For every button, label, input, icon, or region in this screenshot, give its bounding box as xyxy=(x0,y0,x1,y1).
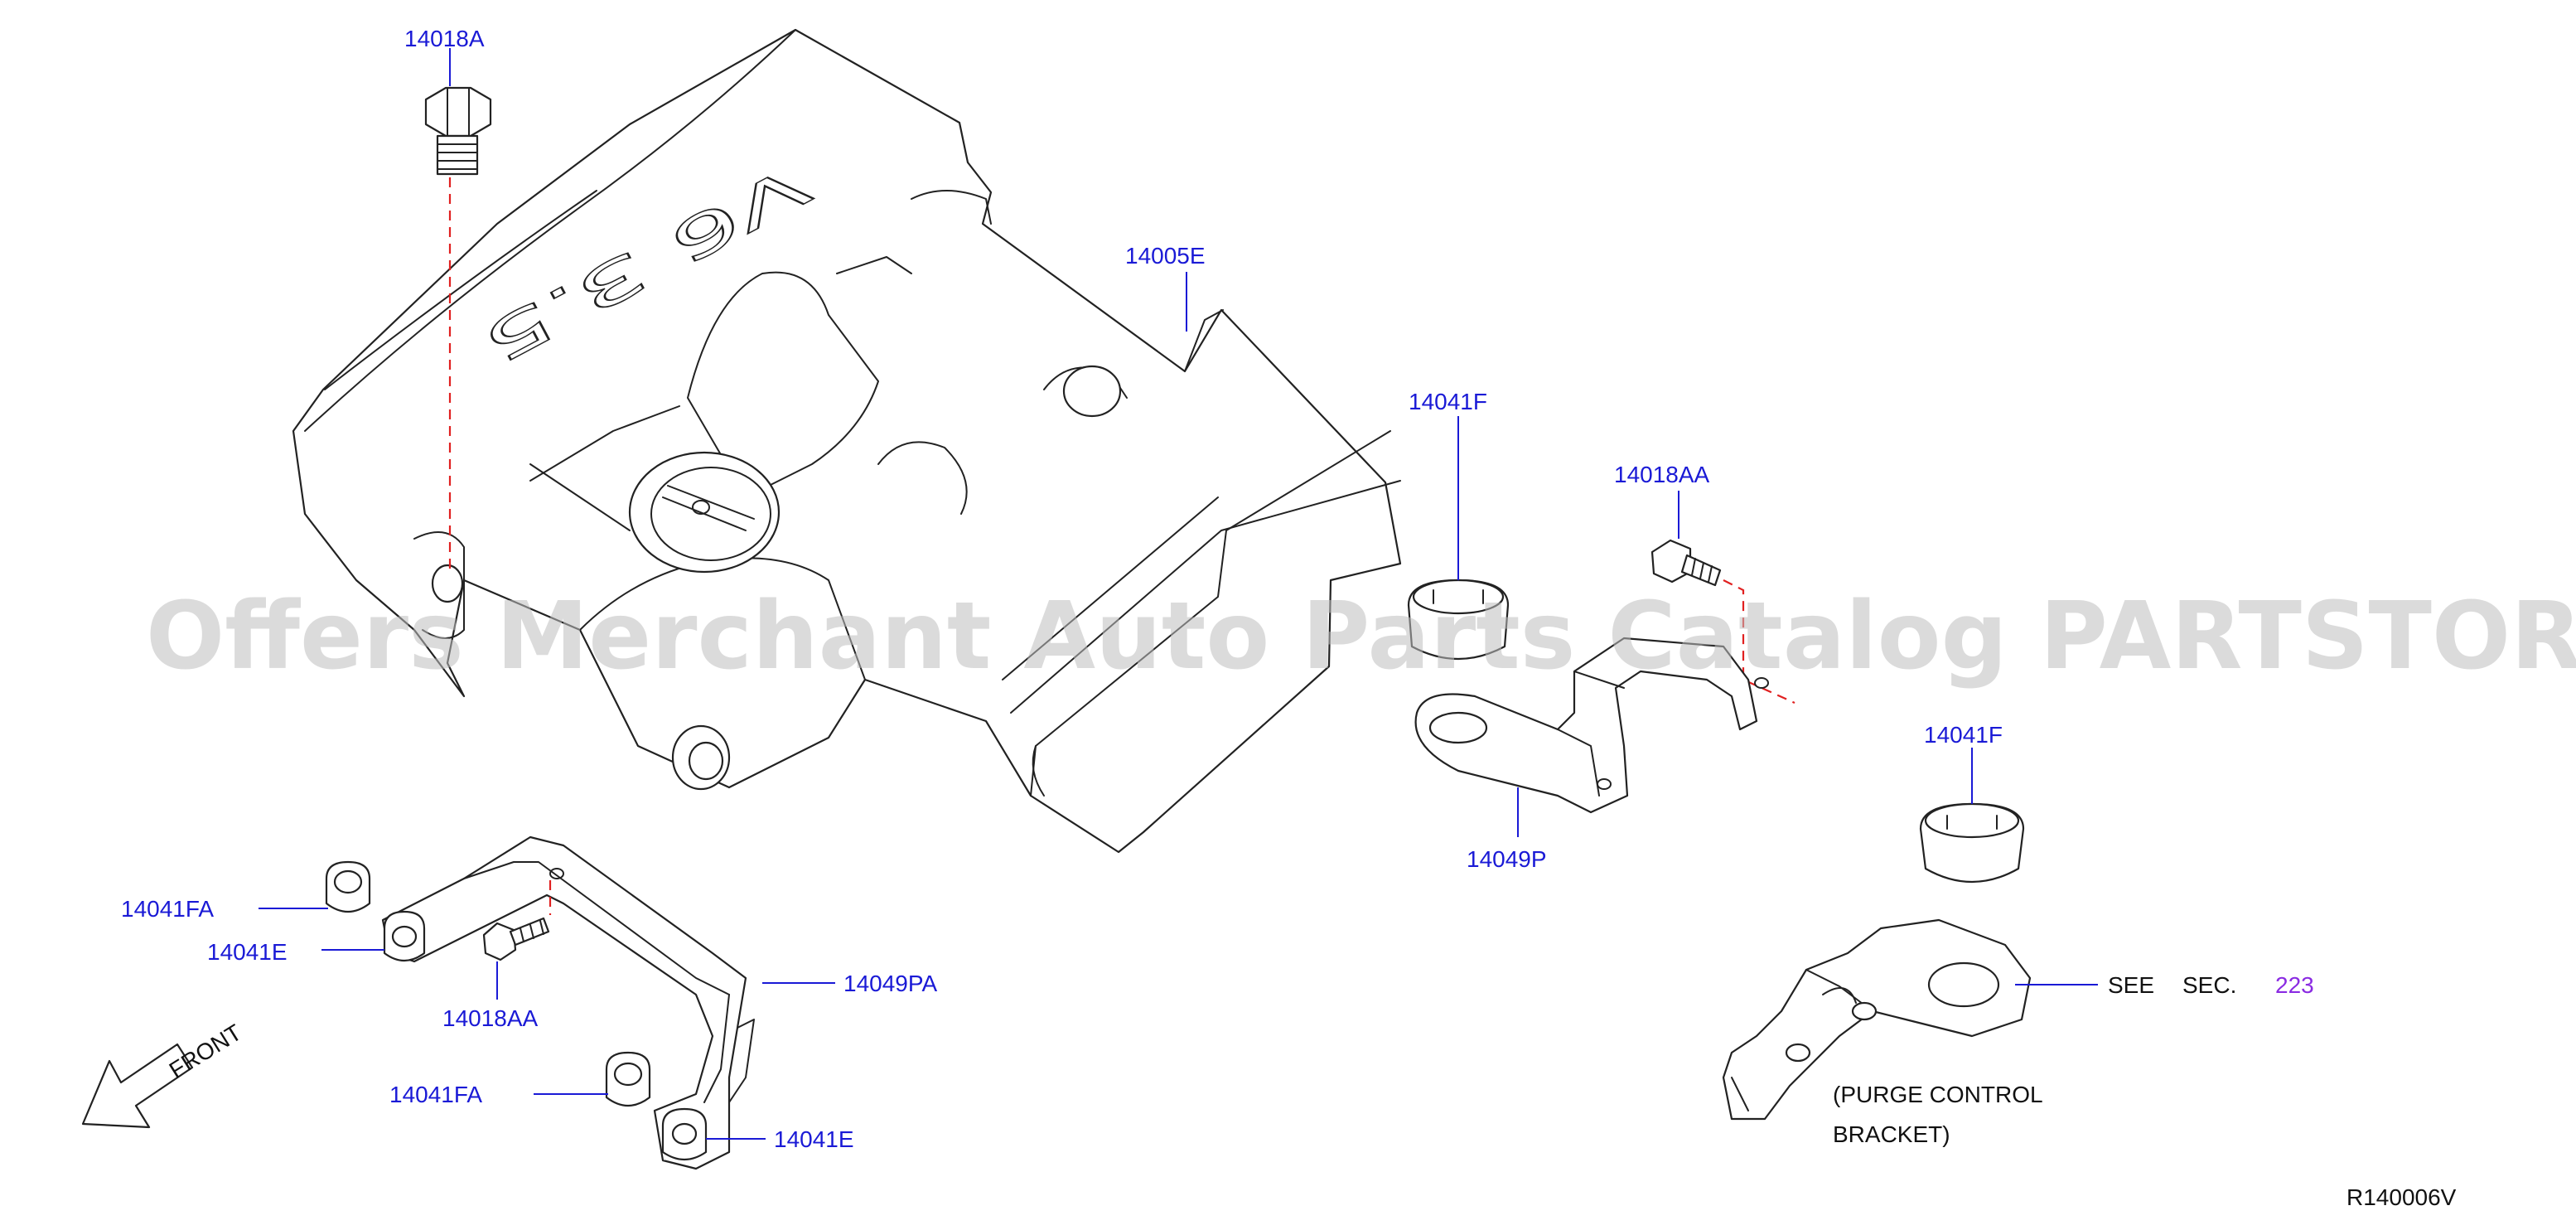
label-14018a[interactable]: 14018A xyxy=(404,26,485,51)
mount-hole-left xyxy=(413,531,465,639)
grommet-14041e-upper[interactable] xyxy=(383,910,426,962)
mount-hole-rear xyxy=(1062,365,1122,418)
grommet-14041fa-lower[interactable] xyxy=(605,1051,651,1107)
purge-control-bracket[interactable] xyxy=(1722,918,2032,1121)
grommet-14041e-lower[interactable] xyxy=(661,1107,708,1161)
diagram-id: R140006V xyxy=(2346,1184,2457,1210)
watermark: Offers Merchant Auto Parts Catalog PARTS… xyxy=(146,583,2576,690)
grommet-14041fa-upper[interactable] xyxy=(325,860,371,913)
ref-note-line1: (PURGE CONTROL xyxy=(1833,1082,2043,1107)
label-14041fa-lower[interactable]: 14041FA xyxy=(389,1082,482,1107)
label-14018aa-upper[interactable]: 14018AA xyxy=(1614,462,1710,487)
ref-sec: SEC. xyxy=(2182,972,2236,998)
bracket-14049p[interactable] xyxy=(1414,637,1769,814)
grommet-14041f-upper[interactable] xyxy=(1407,579,1510,661)
front-arrow-icon xyxy=(81,1043,194,1129)
ref-note-line2: BRACKET) xyxy=(1833,1121,1950,1147)
label-14041e-lower[interactable]: 14041E xyxy=(774,1126,854,1152)
label-14041e-upper[interactable]: 14041E xyxy=(207,939,288,965)
bolt-14018aa-upper[interactable] xyxy=(1650,539,1722,587)
label-14041fa-upper[interactable]: 14041FA xyxy=(121,896,214,922)
grommet-14041f-lower[interactable] xyxy=(1919,802,2025,884)
ref-see: SEE xyxy=(2108,972,2154,998)
bracket-14049pa[interactable] xyxy=(381,835,755,1170)
label-14018aa-lower[interactable]: 14018AA xyxy=(442,1005,539,1031)
bolt-14018a[interactable] xyxy=(424,86,492,176)
label-14005e[interactable]: 14005E xyxy=(1125,243,1206,269)
label-14041f-upper[interactable]: 14041F xyxy=(1409,389,1487,414)
label-14049pa[interactable]: 14049PA xyxy=(843,971,937,996)
dashed-guide-14018aa-upper xyxy=(1723,579,1795,705)
label-14041f-lower[interactable]: 14041F xyxy=(1924,722,2003,748)
mount-hole-front xyxy=(671,724,731,791)
ref-section-number[interactable]: 223 xyxy=(2275,972,2314,998)
bolt-14018aa-lower[interactable] xyxy=(482,917,550,961)
label-14049p[interactable]: 14049P xyxy=(1467,846,1547,872)
